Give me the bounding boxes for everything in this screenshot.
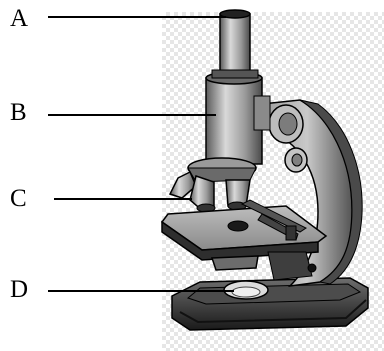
- leader-line-b: [48, 114, 216, 116]
- label-c: C: [10, 186, 27, 211]
- focus-knob-coarse: [269, 105, 303, 143]
- eyepiece: [212, 10, 258, 78]
- label-b: B: [10, 100, 27, 125]
- label-d: D: [10, 277, 28, 302]
- leader-line-a: [48, 16, 226, 18]
- body-tube: [206, 72, 270, 164]
- microscope-base: [172, 278, 368, 330]
- leader-line-d: [48, 290, 234, 292]
- focus-knob-fine: [285, 148, 307, 172]
- leader-line-c: [54, 198, 192, 200]
- microscope-stage: [162, 200, 326, 260]
- label-a: A: [10, 6, 28, 31]
